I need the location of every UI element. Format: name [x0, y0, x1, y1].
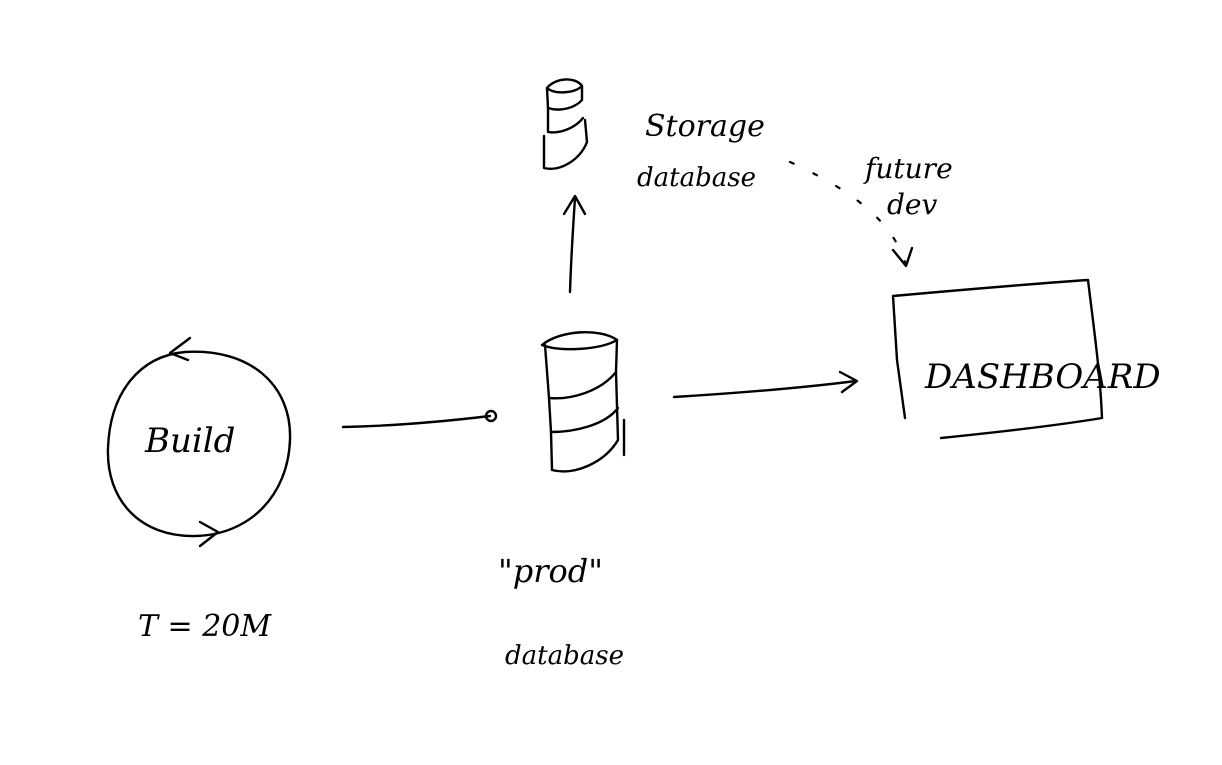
build-cycle-circle: [106, 350, 292, 538]
storage-database-icon: [542, 78, 589, 170]
build-node: Build T = 20M: [106, 336, 292, 644]
prod-database-icon: [540, 331, 626, 473]
future-label-line1: future: [863, 152, 953, 185]
cycle-arrowhead-bottom-icon: [198, 520, 220, 548]
cycle-arrowhead-top-icon: [168, 336, 192, 362]
arrow-end-circle: [484, 409, 498, 423]
future-label-line2: dev: [887, 188, 937, 221]
dashboard-node: DASHBOARD: [891, 278, 1161, 440]
storage-db-label-line1: Storage: [645, 109, 765, 144]
dashboard-label: DASHBOARD: [924, 357, 1161, 397]
prod-db-label-line2: database: [505, 641, 624, 671]
prod-to-storage-arrow: [562, 194, 587, 294]
build-time-label: T = 20M: [138, 609, 272, 644]
future-dev-arrow: [788, 160, 914, 268]
dashboard-box: [891, 278, 1104, 440]
build-label: Build: [144, 421, 235, 461]
build-to-prod-arrow: [341, 409, 498, 429]
prod-db-label-line1: "prod": [498, 552, 603, 590]
storage-db-label-line2: database: [637, 163, 756, 193]
prod-to-dashboard-arrow: [672, 370, 859, 399]
